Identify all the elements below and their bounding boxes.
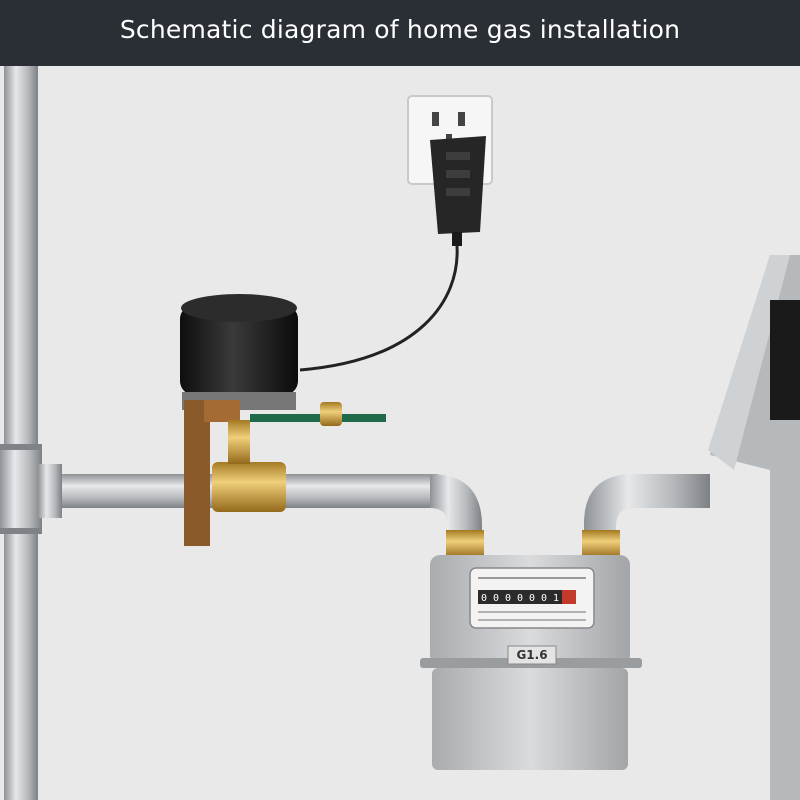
meter-counter-digit: 0: [517, 593, 523, 604]
meter-counter-digit: 0: [529, 593, 535, 604]
meter-counter-digit: 0: [541, 593, 547, 604]
header-bar: Schematic diagram of home gas installati…: [0, 0, 800, 66]
gas-meter-icon: [420, 555, 642, 770]
power-cable: [299, 245, 459, 372]
meter-counter-digit: 0: [481, 593, 487, 604]
meter-inlet-pipe: [430, 474, 484, 558]
meter-counter-digit: 1: [553, 593, 559, 604]
vertical-pipe: [0, 66, 42, 800]
power-adapter-icon: [430, 136, 486, 246]
meter-counter-digit: 0: [505, 593, 511, 604]
stove-cabinet: [708, 255, 800, 800]
meter-model-label: G1.6: [516, 648, 548, 662]
meter-counter-digit: 0: [493, 593, 499, 604]
meter-outlet-pipe: [582, 474, 710, 558]
gas-valve-actuator-icon: [180, 294, 386, 546]
page-title: Schematic diagram of home gas installati…: [119, 14, 681, 44]
